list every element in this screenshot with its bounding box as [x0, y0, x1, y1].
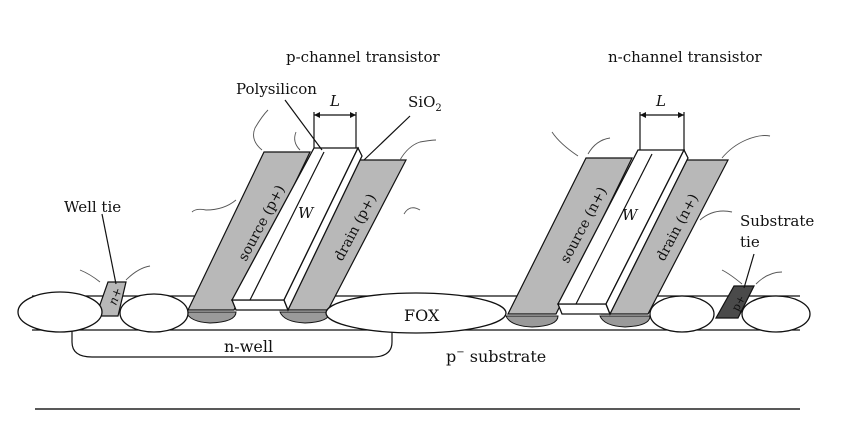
n-channel-transistor-label: n-channel transistor [608, 48, 763, 66]
well-tie-label: Well tie [64, 198, 121, 216]
n-gate-inner-edge [575, 153, 653, 305]
well-tie-doping-label: n+ [106, 286, 125, 308]
n-channel-gate [556, 148, 689, 316]
n-well-label: n-well [224, 337, 273, 356]
substrate-tie-label-line1: Substrate [740, 212, 814, 230]
length-dimension-p [313, 112, 357, 148]
substrate-tie-label-line2: tie [740, 233, 760, 251]
p-channel-transistor-label: p-channel transistor [286, 48, 440, 66]
well-tie-diffusion [95, 281, 127, 317]
p-width-label: W [298, 204, 315, 222]
n-gate-bottom-pad [557, 303, 611, 315]
polysilicon-label: Polysilicon [236, 80, 317, 98]
field-oxide-substrate-tie [649, 295, 715, 333]
polysilicon-leader [284, 99, 323, 151]
n-drain-junction [599, 315, 651, 328]
sio2-label: SiO2 [408, 93, 442, 114]
p-substrate-label: p− substrate [446, 347, 546, 366]
length-dimension-n [639, 112, 685, 150]
field-oxide-fox [325, 292, 507, 334]
p-gate-side-face [283, 146, 363, 312]
contact-wires [79, 109, 783, 285]
field-oxide-well-tie [119, 293, 189, 333]
source-p-diffusion [187, 151, 311, 311]
fox-label: FOX [404, 306, 440, 325]
substrate-tie-leader [743, 253, 755, 289]
sio2-leader [363, 115, 411, 161]
p-source-junction [185, 311, 237, 324]
field-oxide [17, 291, 811, 334]
source-n-diffusion [507, 157, 633, 315]
n-width-label: W [622, 206, 639, 224]
n-gate-side-face [605, 148, 689, 316]
field-oxide-left [17, 291, 103, 333]
well-tie-leader [101, 213, 117, 285]
p-channel-gate [230, 146, 363, 312]
n-well-region [71, 316, 393, 358]
p-gate-bottom-pad [231, 299, 289, 311]
substrate-tie-diffusion [714, 285, 755, 319]
p-gate-inner-edge [249, 151, 325, 301]
n-source-junction [505, 315, 559, 328]
n-length-label: L [655, 92, 666, 110]
p-length-label: L [329, 92, 340, 110]
p-drain-junction [279, 311, 331, 324]
field-oxide-right [741, 295, 811, 333]
